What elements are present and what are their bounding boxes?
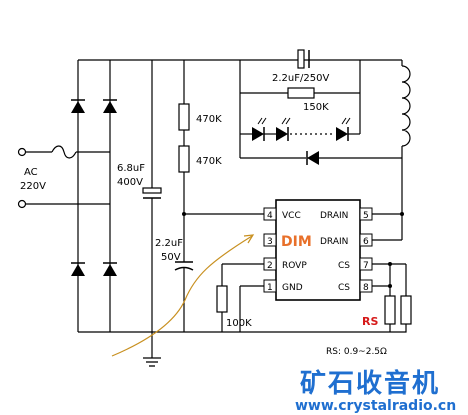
pin-box [263, 257, 277, 271]
capacitor-icon [142, 187, 162, 194]
led-icon [252, 117, 267, 141]
rs-label: RS [362, 315, 378, 328]
diode-icon [103, 99, 117, 113]
pin-box [263, 207, 277, 221]
watermark-brand: 矿石收音机 [300, 368, 440, 399]
pin-name-cs-7: CS [338, 261, 350, 271]
pin-number: 6 [363, 237, 369, 247]
resistor-icon [178, 145, 190, 173]
pin-box [263, 233, 277, 247]
startup-resistors: 470K 470K [178, 60, 222, 262]
diode-icon [103, 262, 117, 276]
r-mid-label: 470K [196, 156, 222, 167]
pin-box [263, 279, 277, 293]
watermark-url: www.crystalradio.cn [295, 398, 456, 414]
pin-number: 3 [267, 237, 273, 247]
bridge-rectifier [71, 60, 117, 332]
r-top-label: 470K [196, 114, 222, 125]
pin-number: 7 [363, 261, 369, 271]
ac-terminal-bottom [17, 199, 27, 209]
r-bleed-label: 150K [303, 102, 329, 113]
r-rovp-label: 100K [226, 318, 252, 329]
ac-input: AC 220V [17, 145, 78, 209]
bulk-cap-value: 6.8uF [117, 163, 145, 174]
resistor-icon [287, 87, 315, 99]
resistor-icon [384, 295, 396, 325]
pin-name-rovp: ROVP [282, 261, 307, 271]
pin-name-cs-8: CS [338, 283, 350, 293]
pin-name-drain-6: DRAIN [320, 237, 348, 247]
pin-name-vcc: VCC [282, 211, 301, 221]
pin-name-gnd: GND [282, 283, 303, 293]
vcc-capacitor: 2.2uF 50V [155, 238, 194, 332]
resistor-icon [178, 103, 190, 131]
pin-number: 2 [267, 261, 273, 271]
rs-range-label: RS: 0.9~2.5Ω [326, 347, 387, 357]
fuse-icon [51, 145, 77, 159]
ac-label: AC [24, 167, 38, 178]
annotation-arrow [111, 235, 253, 357]
pin-number: 4 [267, 211, 273, 221]
bulk-capacitor: 6.8uF 400V [117, 60, 162, 358]
pin-name-dim: DIM [281, 234, 312, 250]
resistor-icon [216, 285, 228, 313]
ac-voltage-label: 220V [20, 181, 46, 192]
pin-number: 8 [363, 283, 369, 293]
rovp-resistor: 100K [216, 264, 252, 332]
resistor-icon [400, 295, 412, 325]
vcc-cap-value: 2.2uF [155, 238, 183, 249]
out-cap-label: 2.2uF/250V [272, 73, 329, 84]
capacitor-icon [297, 49, 305, 69]
driver-ic: 4 VCC 3 DIM 2 ROVP 1 GND 5 DRAIN 6 DRAIN… [263, 199, 373, 301]
inductor-icon [401, 65, 411, 147]
pin-number: 5 [363, 211, 369, 221]
led-icon [276, 117, 291, 141]
output-section: 2.2uF/250V 150K [239, 49, 411, 165]
ic-body [275, 199, 361, 301]
pin-name-drain-5: DRAIN [320, 211, 348, 221]
diode-icon [71, 262, 85, 276]
diode-icon [306, 151, 319, 165]
pin-number: 1 [267, 283, 273, 293]
led-icon [336, 117, 351, 141]
ac-terminal-top [17, 147, 27, 157]
vcc-cap-voltage: 50V [161, 252, 181, 263]
bulk-cap-voltage: 400V [117, 177, 143, 188]
sense-resistors: RS RS: 0.9~2.5Ω [326, 262, 412, 357]
ground-icon [143, 357, 161, 367]
diode-icon [71, 99, 85, 113]
